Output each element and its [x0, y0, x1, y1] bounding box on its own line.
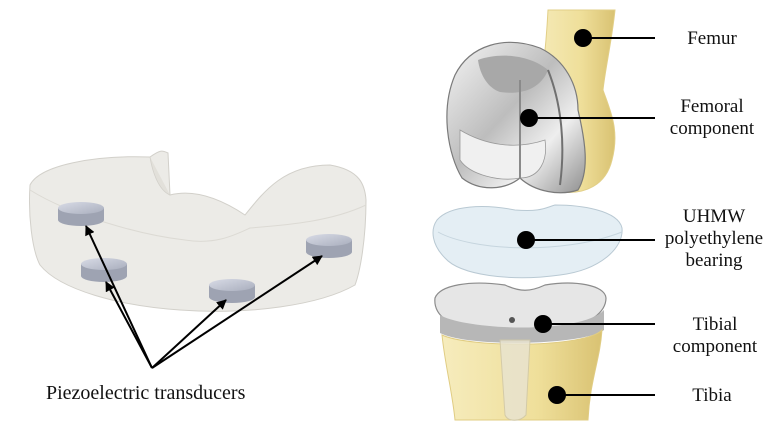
transducer-3 — [209, 279, 255, 303]
dot-bearing — [517, 231, 535, 249]
transducer-2 — [81, 258, 127, 282]
label-tibia-line-1: Tibia — [662, 385, 762, 407]
tibial-component-shape — [435, 283, 606, 343]
label-bearing-line-1: UHMW — [658, 206, 770, 228]
label-femoral-component: Femoral component — [662, 96, 762, 140]
label-tibial-component-line-1: Tibial — [660, 314, 770, 336]
dot-tibial-component — [534, 315, 552, 333]
label-femoral-component-line-2: component — [662, 118, 762, 140]
transparent-insert — [29, 151, 366, 311]
dot-femoral-component — [520, 109, 538, 127]
label-bearing-line-3: bearing — [658, 250, 770, 272]
transducers-caption: Piezoelectric transducers — [46, 382, 245, 404]
dot-tibia — [548, 386, 566, 404]
transducer-4 — [306, 234, 352, 258]
label-tibia: Tibia — [662, 385, 762, 407]
label-femoral-component-line-1: Femoral — [662, 96, 762, 118]
label-femur-line-1: Femur — [662, 28, 762, 50]
label-tibial-component-line-2: component — [660, 336, 770, 358]
tibia-bone — [442, 330, 602, 420]
label-bearing-line-2: polyethylene — [658, 228, 770, 250]
label-tibial-component: Tibial component — [660, 314, 770, 358]
transducer-1 — [58, 202, 104, 226]
dot-femur — [574, 29, 592, 47]
label-bearing: UHMW polyethylene bearing — [658, 206, 770, 272]
label-femur: Femur — [662, 28, 762, 50]
